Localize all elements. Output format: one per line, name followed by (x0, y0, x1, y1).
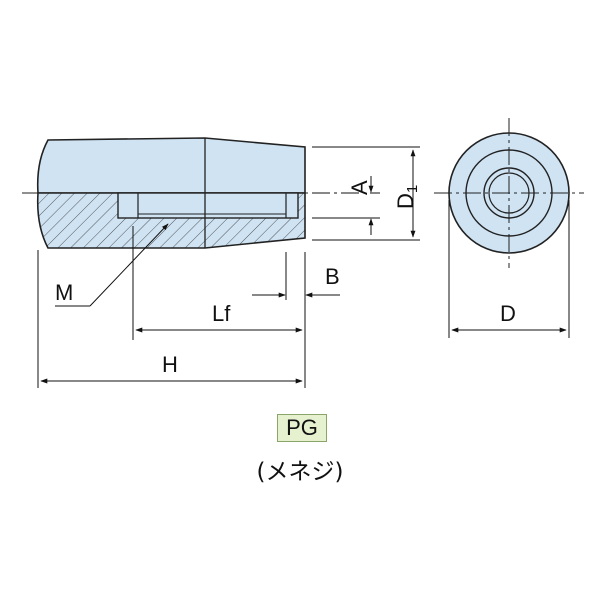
label-D: D (500, 301, 516, 326)
label-M: M (55, 280, 73, 305)
dimensions-front (448, 200, 570, 338)
label-H: H (162, 352, 178, 377)
side-view (22, 137, 322, 249)
label-B: B (325, 264, 340, 289)
label-Lf: Lf (212, 301, 231, 326)
body-upper-half (36, 137, 306, 194)
caption-female-thread: (メネジ) (256, 459, 344, 485)
dimensions-side (37, 146, 420, 388)
pg-badge: PG (277, 414, 327, 442)
front-view (434, 118, 584, 268)
label-D1: D1 (393, 185, 421, 209)
label-A: A (347, 180, 372, 195)
